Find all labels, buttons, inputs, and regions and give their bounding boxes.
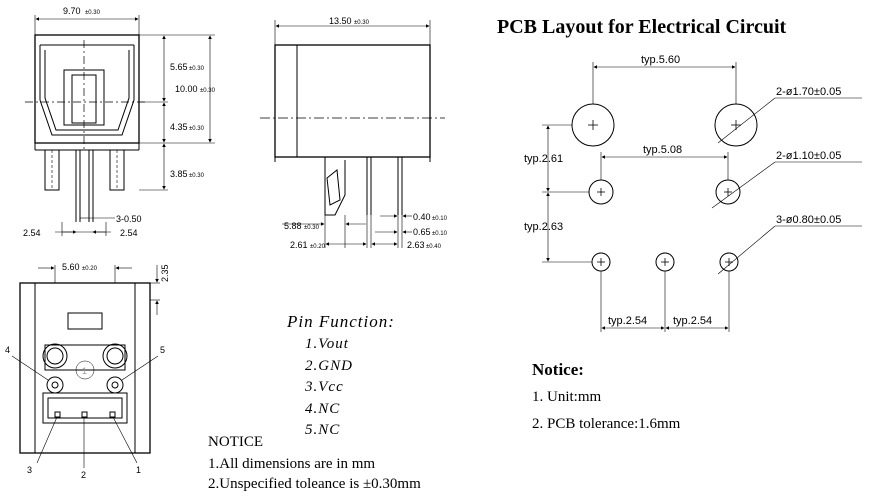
pin-function-3: 3.Vcc <box>304 379 344 395</box>
side-d065-value: 0.65 <box>413 227 431 237</box>
front-pitch-a: 2.54 <box>23 228 41 238</box>
pin-label-2: 2 <box>81 470 86 480</box>
side-view <box>260 20 445 248</box>
pcb-typ-254-b: typ.2.54 <box>673 315 712 327</box>
side-d261-value: 2.61 <box>290 240 308 250</box>
pin-label-3: 3 <box>27 465 32 475</box>
front-h385-value: 3.85 <box>170 169 188 179</box>
front-h435-value: 4.35 <box>170 122 188 132</box>
side-d588-tol: ±0.30 <box>304 225 320 231</box>
side-d263-value: 2.63 <box>407 240 425 250</box>
notice-right-heading: Notice: <box>532 360 584 379</box>
front-width-value: 9.70 <box>63 6 81 16</box>
side-d261-tol: ±0.20 <box>310 244 326 250</box>
notice-right-item-2: 2. PCB tolerance:1.6mm <box>532 416 681 432</box>
pin-label-5: 5 <box>160 345 165 355</box>
bottom-offset: 2.35 <box>160 264 170 282</box>
front-h1000-value: 10.00 <box>175 84 198 94</box>
pcb-labels: typ.5.60 typ.5.08 typ.2.61 typ.2.63 typ.… <box>524 54 841 327</box>
bottom-view: 1 <box>11 265 160 468</box>
pin-function-1: 1.Vout <box>305 336 349 352</box>
pcb-hole-110: 2-ø1.10±0.05 <box>776 150 841 162</box>
pin-function-2: 2.GND <box>305 358 353 374</box>
side-view-labels: 13.50 ±0.30 5.88 ±0.30 0.40 ±0.10 0.65 ±… <box>284 16 448 250</box>
notice-left-item-1: 1.All dimensions are in mm <box>208 456 375 472</box>
side-d588-value: 5.88 <box>284 221 302 231</box>
pin-function-5: 5.NC <box>305 422 340 438</box>
pcb-hole-170: 2-ø1.70±0.05 <box>776 86 841 98</box>
bottom-spacing-value: 5.60 <box>62 262 80 272</box>
pcb-typ-560: typ.5.60 <box>641 54 680 66</box>
front-pin050: 3-0.50 <box>116 214 142 224</box>
bottom-spacing-tol: ±0.20 <box>82 266 98 272</box>
pcb-typ-261: typ.2.61 <box>524 153 563 165</box>
side-length-value: 13.50 <box>329 16 352 26</box>
pcb-layout <box>542 62 862 332</box>
side-d065-tol: ±0.10 <box>432 231 448 237</box>
pin-label-1: 1 <box>136 465 141 475</box>
front-view-labels: 9.70 ±0.30 5.65 ±0.30 10.00 ±0.30 4.35 ±… <box>23 6 216 238</box>
notice-left-item-2: 2.Unspecified toleance is ±0.30mm <box>208 476 421 492</box>
pcb-typ-508: typ.5.08 <box>643 144 682 156</box>
front-h1000-tol: ±0.30 <box>200 88 216 94</box>
side-d040-value: 0.40 <box>413 212 431 222</box>
pin-function: Pin Function: 1.Vout 2.GND 3.Vcc 4.NC 5.… <box>286 312 395 438</box>
pcb-title: PCB Layout for Electrical Circuit <box>497 16 787 38</box>
pcb-hole-080: 3-ø0.80±0.05 <box>776 214 841 226</box>
front-pitch-b: 2.54 <box>120 228 138 238</box>
pin-function-4: 4.NC <box>305 401 340 417</box>
notice-right-item-1: 1. Unit:mm <box>532 389 602 405</box>
notice-left: NOTICE 1.All dimensions are in mm 2.Unsp… <box>208 434 421 492</box>
front-width-tol: ±0.30 <box>85 10 101 16</box>
front-h385-tol: ±0.30 <box>189 173 205 179</box>
front-view <box>25 15 215 236</box>
notice-right: Notice: 1. Unit:mm 2. PCB tolerance:1.6m… <box>532 360 681 432</box>
front-h565-tol: ±0.30 <box>189 66 205 72</box>
pin-function-title: Pin Function: <box>286 312 395 331</box>
notice-left-heading: NOTICE <box>208 434 263 450</box>
side-length-tol: ±0.30 <box>354 20 370 26</box>
pcb-typ-263: typ.2.63 <box>524 221 563 233</box>
side-d263-tol: ±0.40 <box>426 244 442 250</box>
side-d040-tol: ±0.10 <box>432 216 448 222</box>
pin-label-4: 4 <box>5 345 10 355</box>
bottom-view-labels: 5.60 ±0.20 2.35 1 2 3 4 5 <box>5 262 170 480</box>
svg-text:1: 1 <box>82 366 87 376</box>
front-h565-value: 5.65 <box>170 62 188 72</box>
pcb-typ-254-a: typ.2.54 <box>608 315 647 327</box>
front-h435-tol: ±0.30 <box>189 126 205 132</box>
